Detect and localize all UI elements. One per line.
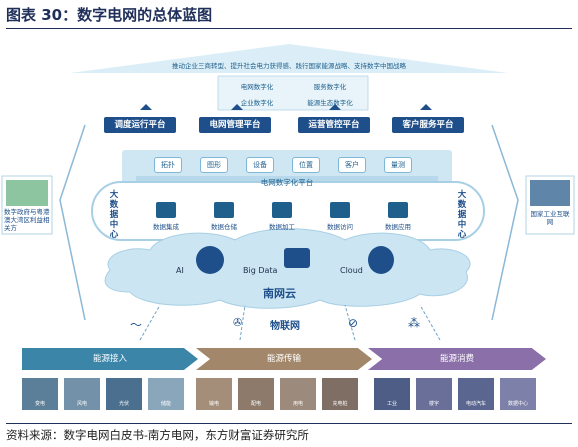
wave-icon: 〜	[130, 318, 143, 332]
iot-label: 物联网	[270, 321, 300, 332]
thumb-label-1: 变电	[34, 401, 45, 407]
iot-arrows	[139, 304, 441, 341]
platform-dispatch: 调度运行平台	[104, 117, 176, 133]
goal-box	[217, 75, 369, 111]
platform-grid-management: 电网管理平台	[199, 117, 271, 133]
thumb-label-4: 储能	[160, 401, 171, 407]
band-energy-consumption: 能源消费	[368, 348, 546, 370]
thumb-label-3: 光伏	[118, 401, 129, 407]
cloud-bigdata-label: Big Data	[243, 266, 278, 275]
data-processing: 数据加工	[256, 202, 308, 231]
ai-head-icon	[196, 246, 224, 274]
thumb-label-6: 配电	[250, 401, 261, 407]
big-data-center-left-label: 大数据中心	[109, 190, 119, 240]
big-data-center-right-label: 大数据中心	[457, 190, 467, 240]
roof-shape	[70, 44, 508, 73]
thumb-label-8: 充电桩	[332, 401, 348, 407]
data-warehouse-label: 数据仓储	[211, 223, 237, 231]
thumb-label-2: 风电	[76, 401, 87, 407]
data-processing-label: 数据加工	[269, 223, 295, 231]
server-icon	[368, 246, 394, 274]
platform-arrows	[140, 104, 432, 110]
compass-icon: ⊘	[348, 316, 359, 330]
left-bracket	[59, 124, 86, 321]
data-integration: 数据集成	[140, 202, 192, 231]
data-warehouse: 数据仓储	[198, 202, 250, 231]
side-right-image	[530, 180, 570, 206]
network-icon: ⁂	[408, 316, 420, 330]
monitor-icon	[284, 248, 310, 268]
cloud-cloud-label: Cloud	[340, 266, 363, 275]
thumb-label-9: 工业	[386, 401, 397, 407]
side-left-map	[6, 180, 48, 206]
platform-customer-service: 客户服务平台	[392, 117, 464, 133]
data-integration-label: 数据集成	[153, 223, 179, 231]
data-application-label: 数据应用	[385, 223, 411, 231]
tag-measurement: 量测	[384, 157, 412, 173]
goal-ecosystem-digitalization: 能源生态数字化	[307, 99, 353, 107]
platform-operations: 运营管控平台	[298, 117, 370, 133]
building-icon	[330, 202, 350, 218]
thumb-row	[22, 378, 536, 410]
thumb-label-11: 电动汽车	[465, 401, 486, 407]
goal-enterprise-digitalization: 企业数字化	[240, 99, 274, 107]
figure-title: 图表 30：数字电网的总体蓝图	[6, 2, 572, 29]
data-access-label: 数据访问	[327, 223, 353, 231]
thumb-label-12: 数据中心	[507, 401, 528, 407]
chart-board-icon	[388, 202, 408, 218]
thumb-label-5: 输电	[208, 401, 219, 407]
digital-platform-label: 电网数字化平台	[260, 178, 314, 187]
antenna-icon: ✇	[233, 316, 243, 329]
right-bracket	[491, 124, 519, 321]
tag-customer: 客户	[338, 157, 366, 173]
thumb-label-7: 用电	[292, 401, 303, 407]
data-access: 数据访问	[314, 202, 366, 231]
goal-grid-digitalization: 电网数字化	[240, 83, 274, 91]
band-energy-transmission: 能源传输	[196, 348, 372, 370]
warehouse-icon	[214, 202, 234, 218]
tag-topology: 拓扑	[154, 157, 182, 173]
cloud-name: 南网云	[263, 287, 296, 300]
truck-icon	[156, 202, 176, 218]
tag-equipment: 设备	[246, 157, 274, 173]
tag-graphics: 图形	[200, 157, 228, 173]
side-right-text: 国家工业互联网	[530, 210, 570, 226]
roof-text: 推动企业三商转型、提升社会电力获得感、践行国家能源战略、支持数字中国战略	[172, 62, 406, 70]
tag-location: 位置	[292, 157, 320, 173]
band-energy-access: 能源接入	[22, 348, 198, 370]
cloud-ai-label: AI	[176, 266, 184, 275]
thumb-label-10: 楼宇	[428, 401, 439, 407]
source-note: 资料来源：数字电网白皮书-南方电网，东方财富证券研究所	[6, 423, 572, 446]
goal-service-digitalization: 服务数字化	[313, 83, 347, 91]
side-left-text: 数字政府与粤港澳大湾区利益相关方	[4, 208, 50, 232]
data-application: 数据应用	[372, 202, 424, 231]
factory-icon	[272, 202, 292, 218]
